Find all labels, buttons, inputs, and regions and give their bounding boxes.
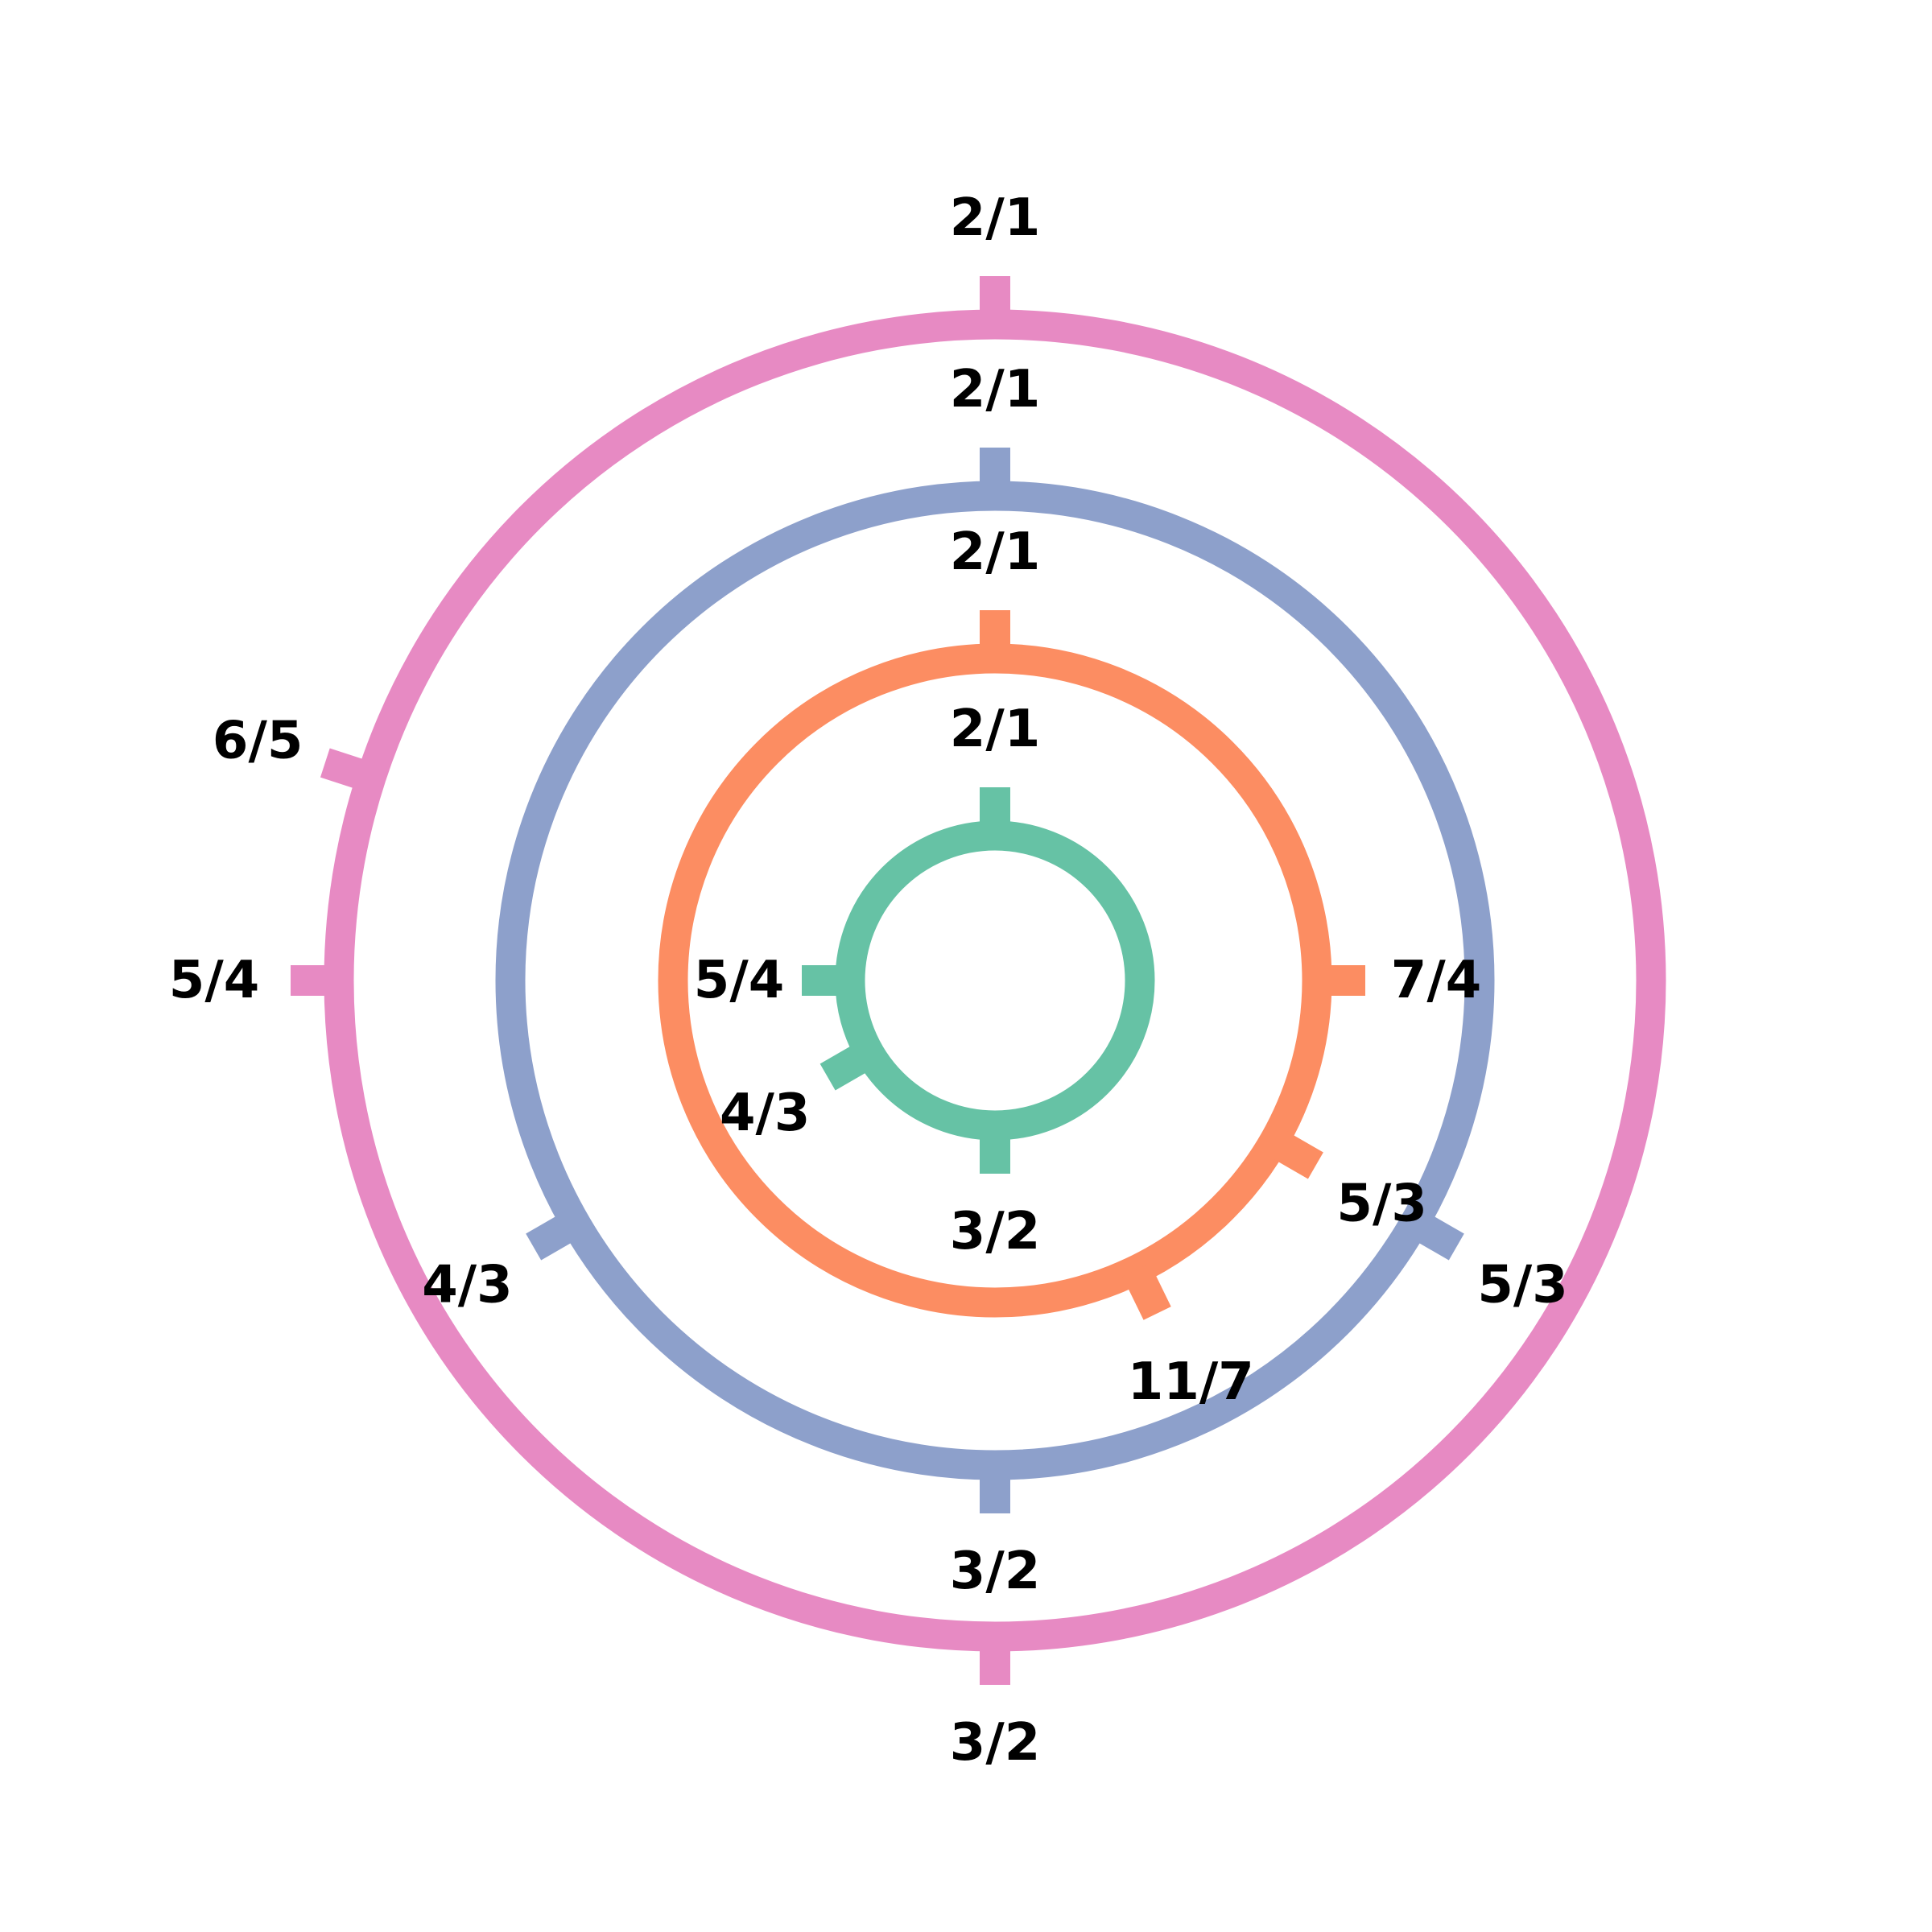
inner-ring-tick-label: 5/4 bbox=[694, 951, 784, 1010]
second-ring-tick bbox=[1122, 1263, 1171, 1320]
third-ring-tick bbox=[526, 1209, 584, 1261]
third-ring-tick-label: 5/3 bbox=[1477, 1256, 1567, 1315]
third-ring-tick-label: 2/1 bbox=[950, 360, 1040, 419]
third-ring-tick bbox=[1406, 1209, 1464, 1261]
second-ring-tick-label: 5/3 bbox=[1336, 1174, 1426, 1234]
inner-ring bbox=[835, 820, 1155, 1141]
second-ring-tick-label: 7/4 bbox=[1391, 951, 1481, 1010]
rings-layer bbox=[291, 276, 1666, 1685]
third-ring-tick-label: 3/2 bbox=[950, 1542, 1040, 1601]
second-ring-tick bbox=[1265, 1128, 1323, 1179]
second-ring-tick-label: 2/1 bbox=[950, 522, 1040, 582]
inner-ring-tick-label: 2/1 bbox=[950, 700, 1040, 759]
outer-ring-tick-label: 3/2 bbox=[950, 1713, 1040, 1773]
second-ring-tick-label: 11/7 bbox=[1128, 1352, 1254, 1412]
outer-ring-tick-label: 6/5 bbox=[213, 711, 303, 770]
outer-ring-tick-label: 5/4 bbox=[169, 951, 259, 1010]
inner-ring-tick-label: 4/3 bbox=[720, 1084, 810, 1143]
third-ring-tick-label: 4/3 bbox=[422, 1256, 512, 1315]
labels-layer: 2/1 5/4 4/3 3/2 2/1 7/4 5/3 11/7 2/1 5/3 3/2 4/3 2/1… bbox=[169, 188, 1568, 1773]
outer-ring-tick bbox=[320, 748, 376, 793]
outer-ring-tick-label: 2/1 bbox=[950, 188, 1040, 248]
inner-ring-tick-label: 3/2 bbox=[950, 1202, 1040, 1261]
inner-ring-tick bbox=[819, 1039, 877, 1091]
